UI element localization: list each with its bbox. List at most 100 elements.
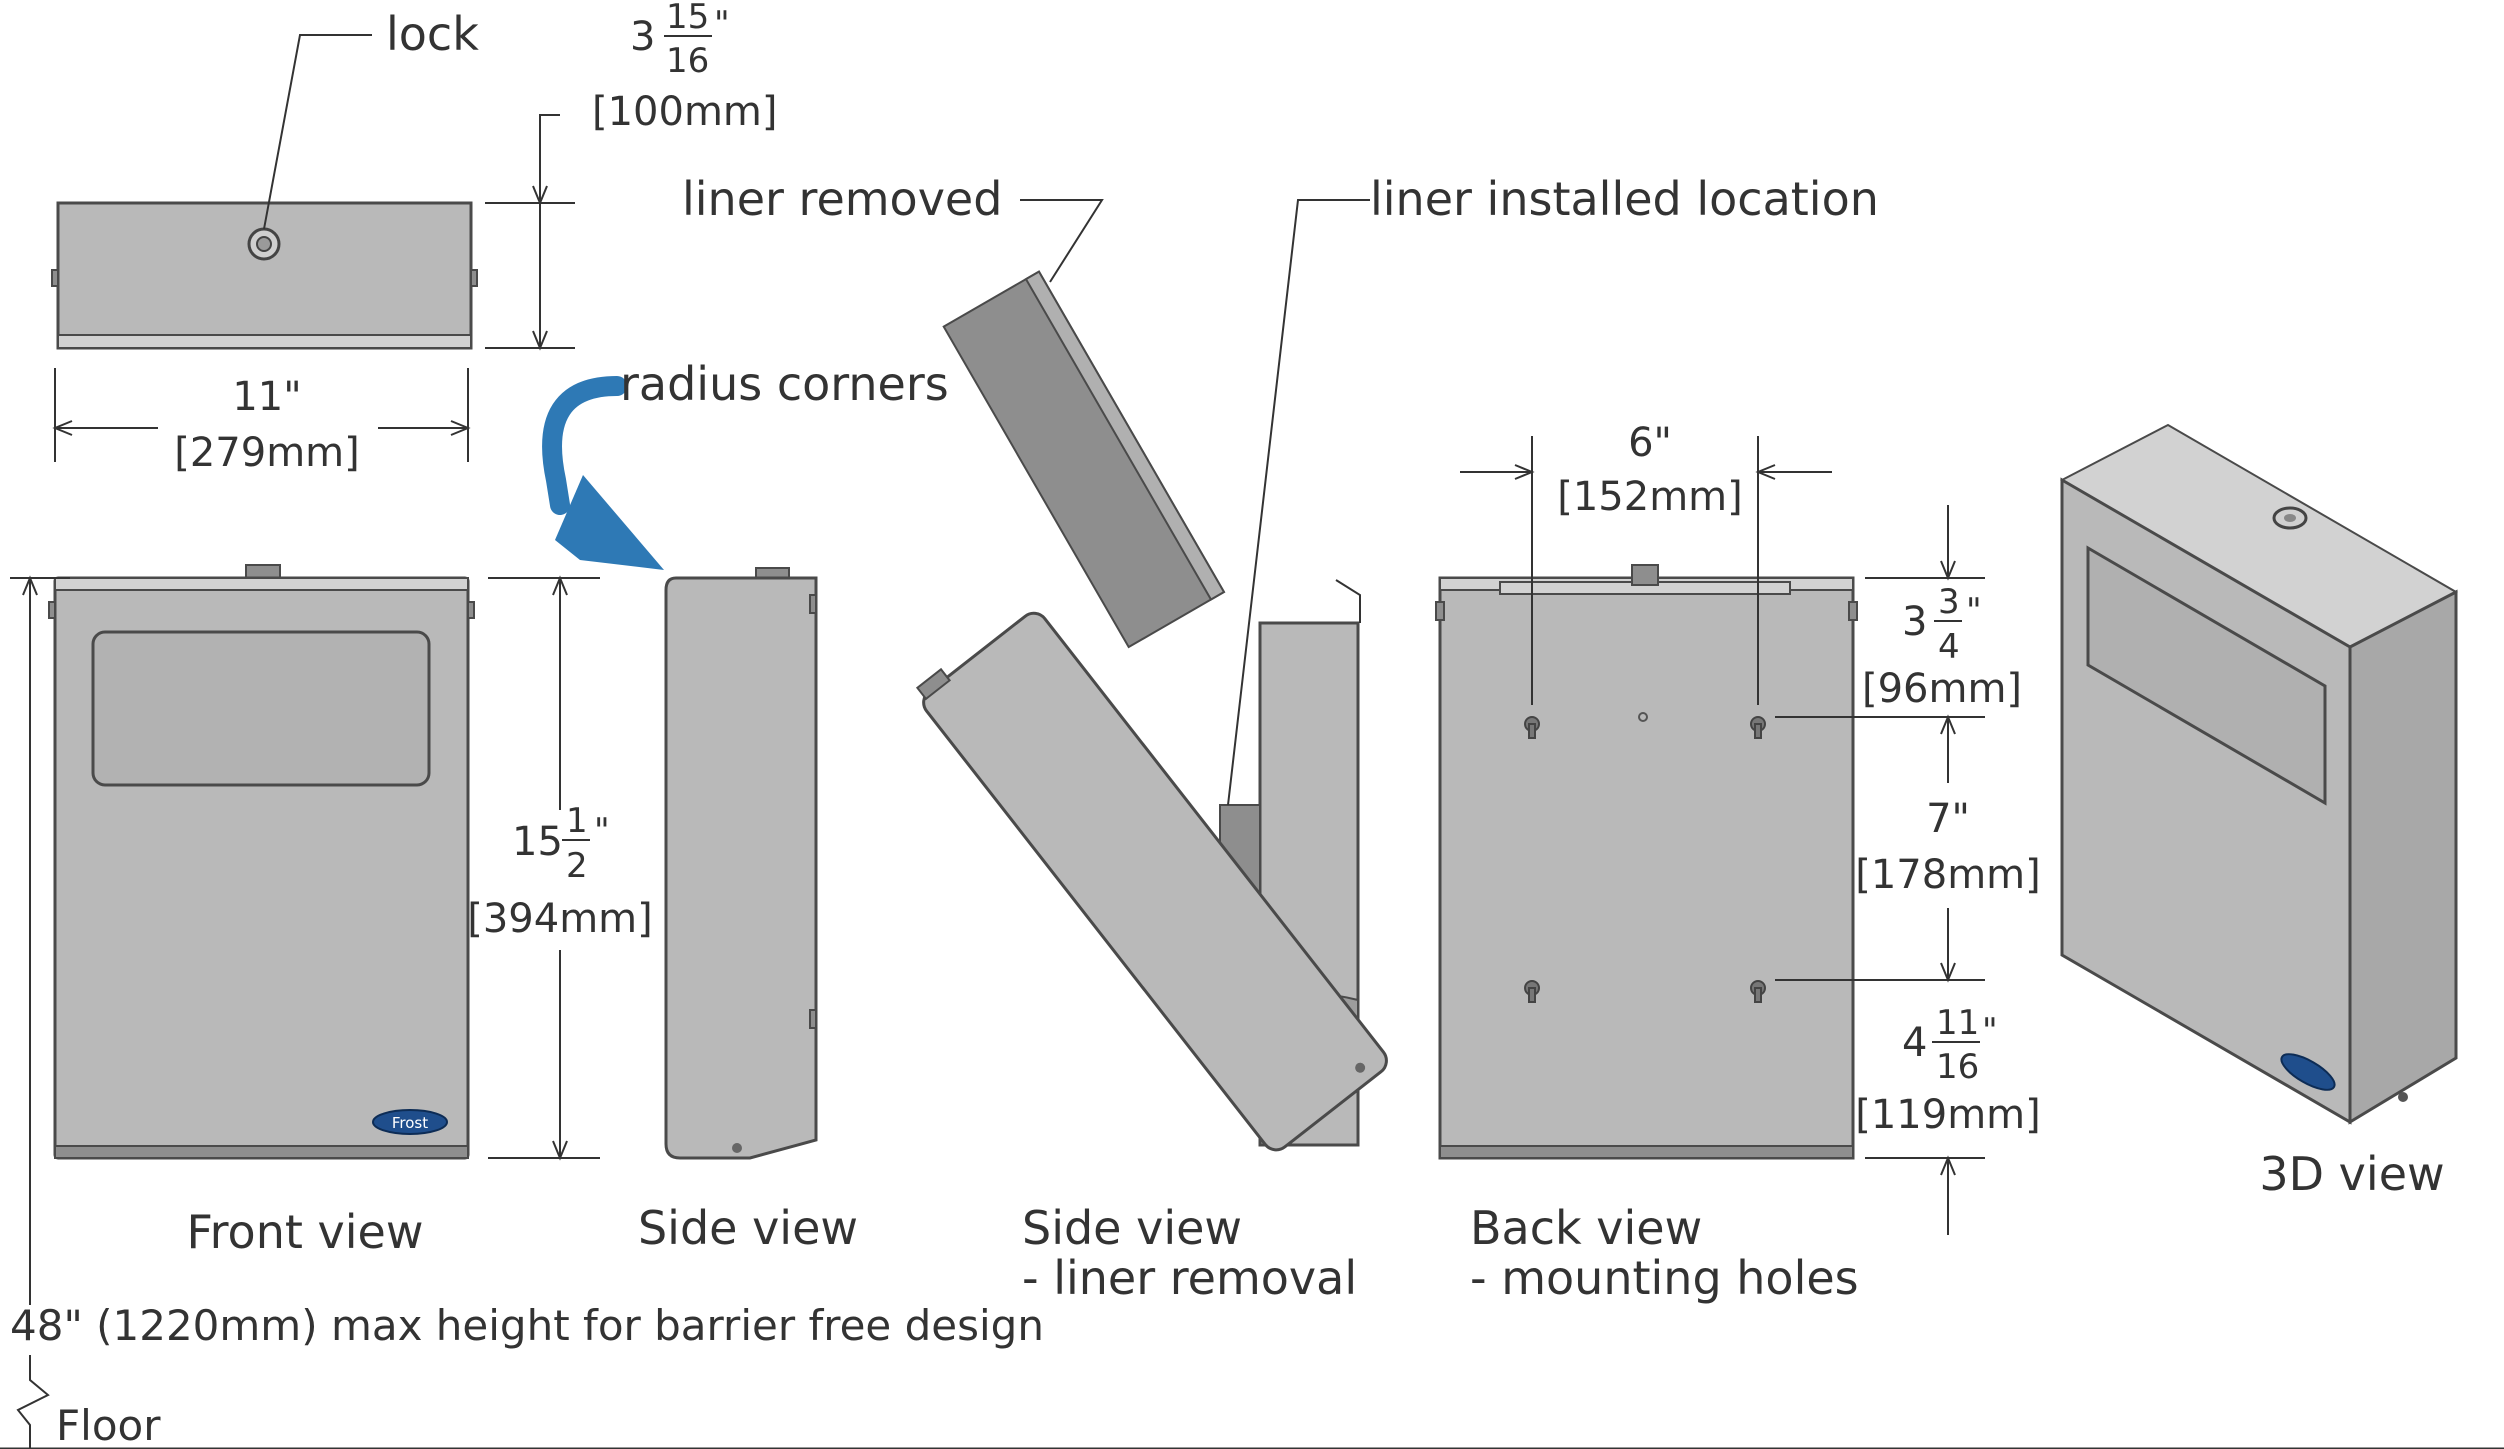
top-to-hole-arrow [1940,560,1956,581]
depth-arrow-top [532,185,548,206]
hole-to-bottom-numerator: 11 [1936,1003,1979,1043]
side-view-body [664,576,818,1160]
back-view-hinge-right [1848,601,1858,621]
removed-liner [942,270,1226,649]
radius-corners-label: radius corners [620,357,949,411]
width-imperial: 11" [232,374,301,420]
side-view-caption: Side view [638,1201,858,1255]
depth-whole: 3 [630,14,655,60]
top-to-hole-denominator: 4 [1938,627,1960,667]
back-view-center-hole-icon [1638,712,1648,722]
keyhole-icon [1750,980,1766,1003]
liner-removal-caption-2: - liner removal [1022,1251,1357,1305]
top-to-hole-numerator: 3 [1938,582,1960,622]
removed-liner-body [942,270,1226,649]
side-view-screw-icon [732,1143,742,1153]
radius-arrow-head [555,475,664,570]
front-view-top-edge [54,577,469,591]
front-view-window [91,630,431,787]
3d-view-window [2086,545,2327,806]
3d-view-side-face [2348,589,2458,1125]
height-arrow-top [552,575,568,596]
liner-removed-leader [1020,199,1104,283]
hole-spacing-arrow-left [1514,464,1535,480]
3d-view-caption: 3D view [2259,1147,2444,1201]
liner-removal-caption-1: Side view [1022,1201,1242,1255]
back-housing-hook [1335,579,1361,623]
frost-logo-icon [372,1109,448,1135]
top-view-front-lip [57,334,472,349]
tilted-shell-screw-icon [1355,1062,1366,1073]
hole-to-bottom-unit: " [1982,1011,1998,1051]
front-view-caption: Front view [187,1205,424,1259]
mounting-height: 48" (1220mm) max height for barrier free… [0,575,2504,1449]
width-arrow-left [52,420,73,436]
frost-logo-text: Frost [392,1114,428,1132]
radius-corners-callout: radius corners [542,357,949,570]
hole-to-bottom-whole: 4 [1902,1020,1927,1066]
depth-denominator: 16 [666,41,709,81]
3d-view: 3D view [2059,423,2459,1201]
front-view: Frost 15 1 2 " [394mm] Front view [48,564,653,1259]
tilted-shell-body [922,611,1388,1152]
top-to-hole-whole: 3 [1902,599,1927,645]
hole-to-bottom-metric: [119mm] [1855,1092,2041,1138]
keyhole-icon [1524,716,1540,739]
hole-to-bottom-denominator: 16 [1936,1047,1979,1087]
top-view-hinge-left [51,269,59,287]
liner-installed-leader [1227,199,1370,806]
lock-leader [263,34,372,230]
top-view: lock 3 15 16 " [100mm] 11" [279mm] [51,0,778,476]
hole-spacing-arrow-right [1755,464,1776,480]
back-view-bottom-edge [1439,1145,1854,1159]
hole-spacing-imperial: 6" [1628,420,1672,466]
depth-arrow-bottom [532,330,548,351]
height-whole: 15 [512,819,563,865]
hole-to-hole-metric: [178mm] [1855,852,2041,898]
hole-to-hole-arrow-top [1940,714,1956,735]
liner-removed-label: liner removed [682,172,1002,226]
width-arrow-right [450,420,471,436]
liner-installed-label: liner installed location [1370,172,1879,226]
depth-metric: [100mm] [592,89,778,135]
keyhole-icon [1524,980,1540,1003]
max-height-arrow [22,575,38,596]
liner-removal-view: liner removed liner installed location S… [682,172,1879,1305]
3d-screw-icon [2398,1092,2408,1102]
max-height-label: 48" (1220mm) max height for barrier free… [10,1301,1044,1350]
tilted-shell-cap [915,667,952,701]
height-denominator: 2 [566,846,588,886]
floor-label: Floor [56,1401,161,1449]
lock-keyhole-icon [256,236,272,252]
depth-numerator: 15 [666,0,709,37]
3d-frost-logo-icon [2280,1053,2336,1091]
front-view-hinge-right [467,601,475,619]
back-view-lock-cap [1631,564,1659,586]
height-arrow-bottom [552,1140,568,1161]
back-view-body [1438,576,1855,1160]
keyhole-icon [1750,716,1766,739]
top-view-hinge-right [470,269,478,287]
top-to-hole-unit: " [1966,591,1982,631]
height-metric: [394mm] [467,896,653,942]
top-to-hole-metric: [96mm] [1862,666,2022,712]
hole-to-hole-arrow-bottom [1940,962,1956,983]
front-view-bottom-edge [54,1145,469,1159]
floor-break-symbol [16,1355,50,1449]
height-numerator: 1 [566,801,588,841]
width-metric: [279mm] [174,430,360,476]
back-view-hinge-left [1435,601,1445,621]
depth-dim-line-top [539,114,560,203]
hole-to-hole-imperial: 7" [1926,796,1970,842]
side-view: Side view [638,567,858,1255]
front-view-hinge-left [48,601,56,619]
side-view-hinge-top [809,594,817,614]
radius-arrow-shaft [542,376,627,515]
hole-to-bottom-arrow [1940,1155,1956,1176]
hole-spacing-metric: [152mm] [1557,474,1743,520]
lock-label: lock [386,7,479,61]
back-view-caption-2: - mounting holes [1470,1251,1859,1305]
side-view-hinge-bottom [809,1009,817,1029]
height-unit: " [594,811,610,851]
